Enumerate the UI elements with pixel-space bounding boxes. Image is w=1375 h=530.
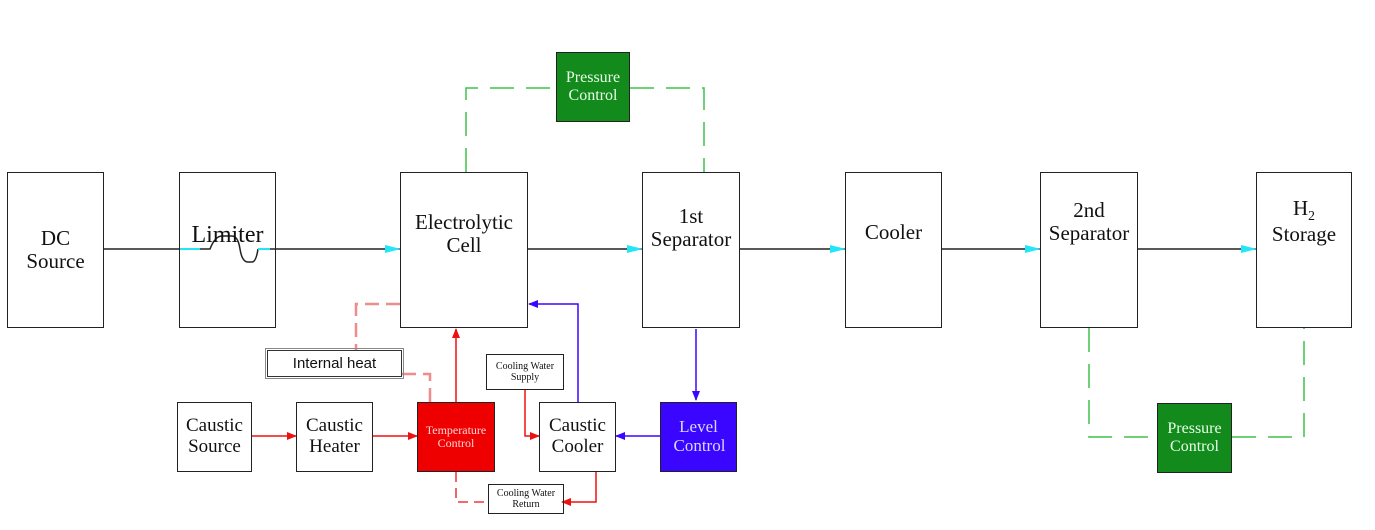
pressure-control-bottom-label: Pressure Control bbox=[1167, 420, 1222, 455]
level-control-block: Level Control bbox=[660, 402, 737, 472]
cooler-block: Cooler bbox=[845, 172, 942, 328]
caustic-source-label: Caustic Source bbox=[186, 415, 243, 457]
internal-heat-lines bbox=[354, 302, 432, 402]
temperature-return-dashed bbox=[455, 472, 488, 503]
level-control-lines bbox=[528, 300, 700, 440]
pressure-signal-lines bbox=[465, 87, 1305, 438]
h2-storage-label: H2 Storage bbox=[1271, 196, 1337, 247]
second-separator-block: 2nd Separator bbox=[1040, 172, 1138, 328]
internal-heat-label: Internal heat bbox=[265, 348, 404, 379]
caustic-source-block: Caustic Source bbox=[177, 402, 252, 472]
limiter-symbol bbox=[200, 235, 259, 263]
first-separator-label: 1st Separator bbox=[650, 204, 732, 252]
electrolytic-cell-block: Electrolytic Cell bbox=[400, 172, 528, 328]
cooling-water-supply-block: Cooling Water Supply bbox=[486, 354, 564, 390]
second-separator-label: 2nd Separator bbox=[1048, 198, 1130, 246]
cooling-water-supply-label: Cooling Water Supply bbox=[495, 360, 555, 384]
caustic-cooler-block: Caustic Cooler bbox=[539, 402, 616, 472]
electrolytic-cell-label: Electrolytic Cell bbox=[415, 210, 513, 258]
limiter-block: Limiter bbox=[179, 172, 276, 328]
caustic-heater-label: Caustic Heater bbox=[306, 415, 363, 457]
dc-source-block: DC Source bbox=[7, 172, 104, 328]
temperature-control-block: Temperature Control bbox=[417, 402, 495, 472]
caustic-heat-lines bbox=[252, 328, 597, 506]
caustic-cooler-label: Caustic Cooler bbox=[549, 415, 606, 457]
h2-storage-block: H2 Storage bbox=[1256, 172, 1352, 328]
level-control-label: Level Control bbox=[673, 417, 726, 455]
pressure-control-top-label: Pressure Control bbox=[565, 69, 621, 104]
pressure-control-bottom-block: Pressure Control bbox=[1157, 403, 1232, 473]
temperature-control-label: Temperature Control bbox=[425, 422, 487, 450]
limiter-label: Limiter bbox=[191, 221, 264, 248]
pressure-control-top-block: Pressure Control bbox=[556, 52, 630, 122]
caustic-heater-block: Caustic Heater bbox=[296, 402, 373, 472]
cooling-water-return-block: Cooling Water Return bbox=[488, 484, 564, 514]
cooling-water-return-label: Cooling Water Return bbox=[496, 487, 556, 511]
dc-source-label: DC Source bbox=[26, 225, 85, 273]
cooler-label: Cooler bbox=[864, 220, 923, 244]
first-separator-block: 1st Separator bbox=[642, 172, 740, 328]
